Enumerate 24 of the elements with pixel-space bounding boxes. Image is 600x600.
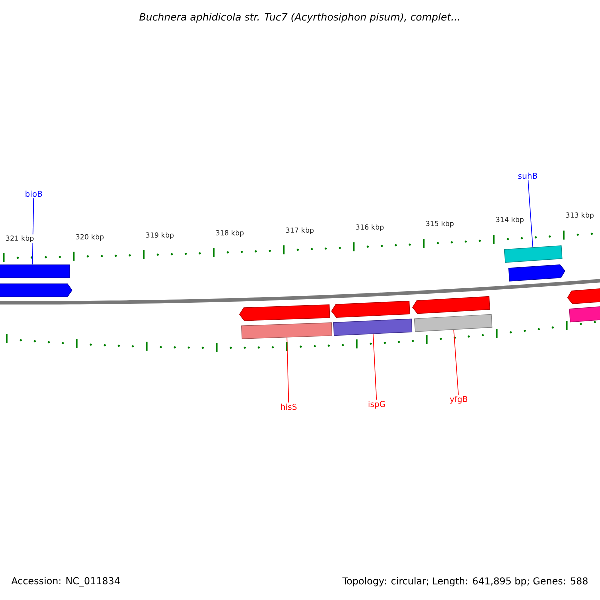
gene-feature — [508, 264, 566, 282]
gene-feature — [412, 296, 490, 314]
leader-line — [528, 180, 534, 248]
gene-feature — [0, 284, 73, 298]
leader-line — [454, 330, 459, 396]
gene-feature — [331, 300, 410, 318]
gene-bar — [414, 314, 493, 332]
gene-bar — [504, 246, 563, 264]
gene-feature — [239, 304, 330, 322]
footer-text: Topology: circular; Length: 641,895 bp; Genes: 588 — [342, 577, 588, 587]
gene-feature — [567, 288, 600, 304]
leader-line — [32, 198, 34, 266]
title: Buchnera aphidicola str. Tuc7 (Acyrthosiphon pisum), complet... — [140, 13, 460, 23]
footer-text: Accession: NC_011834 — [12, 577, 120, 587]
gene-bar — [0, 264, 70, 278]
gene-bar — [333, 318, 413, 336]
gene-label: bioB — [26, 190, 42, 198]
gene-label: yfgB — [450, 396, 468, 404]
leader-line — [373, 334, 378, 400]
gene-bar — [569, 306, 600, 323]
gene-label: hisS — [281, 404, 297, 410]
leader-line — [286, 337, 290, 404]
gene-label: ispG — [368, 401, 386, 409]
gene-label: suhB — [518, 172, 538, 180]
